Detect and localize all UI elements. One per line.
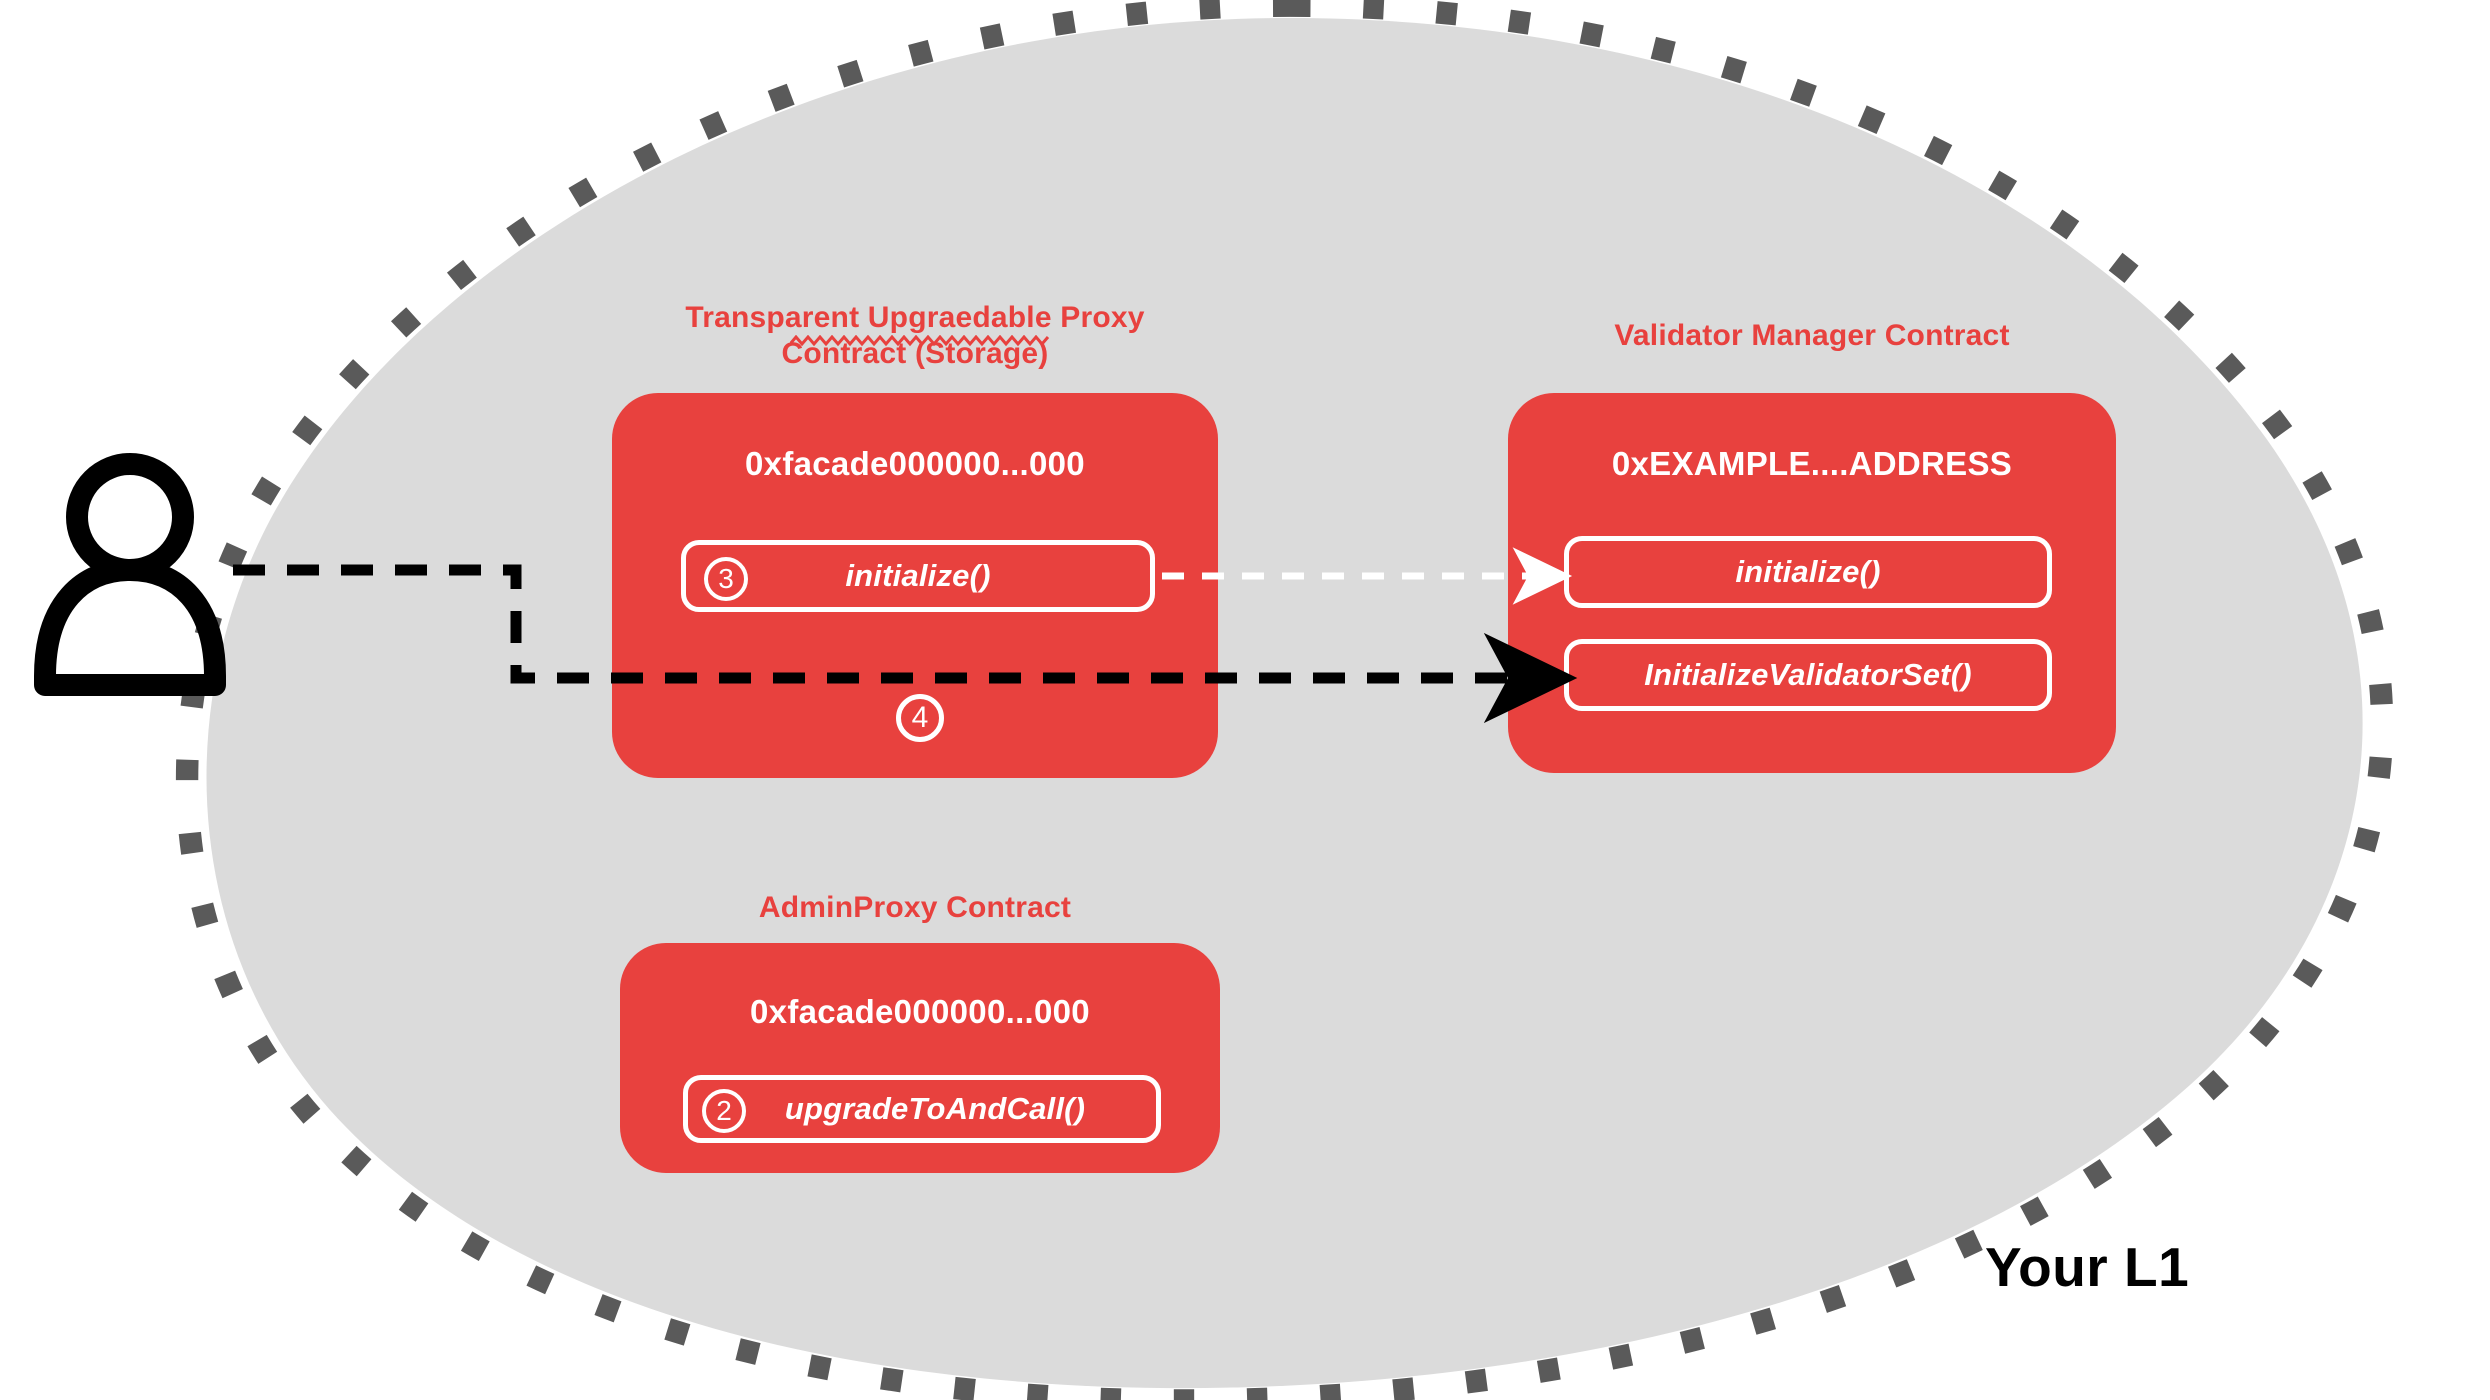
step-badge-2: 2 xyxy=(702,1089,746,1133)
proxy-contract-address: 0xfacade000000...000 xyxy=(745,445,1085,482)
connector-user-to-initialize-validator-set xyxy=(233,564,1578,724)
admin-proxy-title: AdminProxy Contract xyxy=(758,891,1072,924)
proxy-contract-card[interactable]: 0xfacade000000...000 3 initialize() 4 xyxy=(612,393,1218,778)
vm-initialize-validator-set-pill[interactable]: InitializeValidatorSet() xyxy=(1564,639,2052,711)
region-label-your-l1: Your L1 xyxy=(1985,1236,2190,1298)
step-badge-3: 3 xyxy=(704,557,748,601)
step-badge-4: 4 xyxy=(896,694,944,742)
proxy-initialize-pill[interactable]: 3 initialize() xyxy=(681,540,1155,612)
admin-upgrade-to-and-call-pill[interactable]: 2 upgradeToAndCall() xyxy=(683,1075,1161,1143)
spellcheck-squiggle-icon xyxy=(790,335,1050,347)
proxy-initialize-label: initialize() xyxy=(845,558,991,593)
vm-initialize-label: initialize() xyxy=(1735,554,1881,589)
admin-proxy-card[interactable]: 0xfacade000000...000 2 upgradeToAndCall(… xyxy=(620,943,1220,1173)
validator-manager-address: 0xEXAMPLE....ADDRESS xyxy=(1611,445,2013,482)
validator-manager-title: Validator Manager Contract xyxy=(1614,319,2010,352)
validator-manager-card[interactable]: 0xEXAMPLE....ADDRESS initialize() Initia… xyxy=(1508,393,2116,773)
admin-upgrade-to-and-call-label: upgradeToAndCall() xyxy=(784,1091,1086,1126)
admin-proxy-address: 0xfacade000000...000 xyxy=(750,993,1090,1030)
vm-initialize-validator-set-label: InitializeValidatorSet() xyxy=(1644,657,1972,692)
vm-initialize-pill[interactable]: initialize() xyxy=(1564,536,2052,608)
